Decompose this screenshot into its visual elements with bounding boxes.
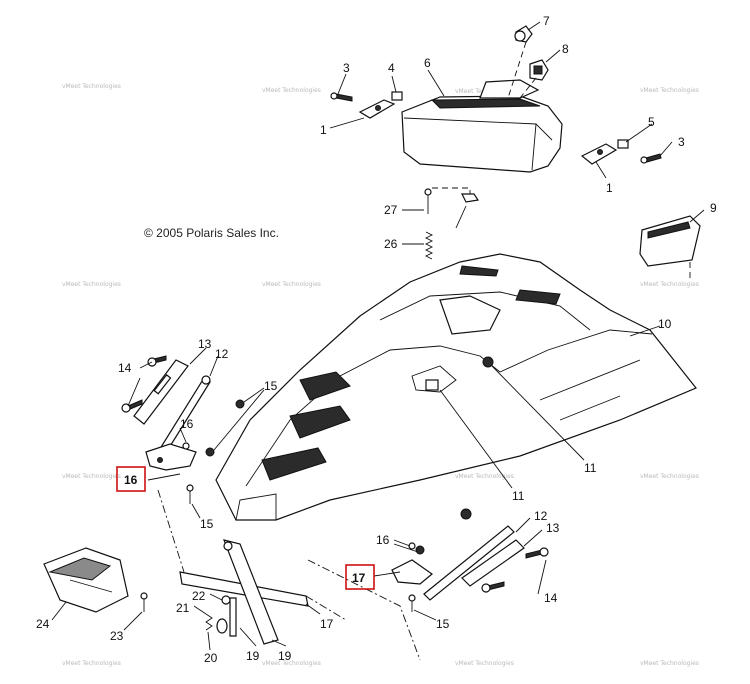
callout-21: 21 xyxy=(176,601,190,615)
callout-25: 26 xyxy=(384,237,398,251)
callout-17: 17 xyxy=(320,617,334,631)
leader-line xyxy=(305,595,347,621)
watermark: vMeet Technologies xyxy=(640,660,699,667)
callout-1: 1 xyxy=(606,181,613,195)
nut xyxy=(408,508,472,555)
ring xyxy=(216,618,228,634)
nut xyxy=(235,399,245,409)
screw xyxy=(186,484,194,504)
screw xyxy=(424,188,432,214)
bolt xyxy=(121,399,143,413)
callout-10: 11 xyxy=(512,489,525,503)
mount-frame xyxy=(179,539,309,645)
strap-right xyxy=(461,539,525,587)
callout-14: 15 xyxy=(200,517,214,531)
callout-15: 16 xyxy=(180,417,194,431)
leader-line xyxy=(307,559,421,661)
callout-2: 3 xyxy=(343,61,350,75)
rod-right xyxy=(423,525,515,601)
callout-24: 24 xyxy=(36,617,50,631)
bolt xyxy=(147,355,167,367)
callout-13: 14 xyxy=(544,591,558,605)
screw xyxy=(140,592,148,612)
nut xyxy=(182,442,215,457)
watermark: vMeet Technologies xyxy=(262,281,321,288)
highlight-box xyxy=(345,564,375,590)
callout-13: 14 xyxy=(118,361,132,375)
callout-5: 7 xyxy=(543,14,550,28)
callout-16: 19 xyxy=(278,649,292,663)
callout-1: 1 xyxy=(320,123,327,137)
callout-7: 9 xyxy=(710,201,717,215)
callout-3: 5 xyxy=(648,115,655,129)
callout-labels: 3 4 6 7 8 1 5 3 1 27 26 9 10 11 11 13 12… xyxy=(36,14,717,665)
hood xyxy=(215,253,697,521)
callout-19: 19 xyxy=(246,649,260,663)
screw xyxy=(408,594,416,612)
clip xyxy=(461,193,480,203)
watermark: vMeet Technologies xyxy=(62,83,121,90)
callout-2: 3 xyxy=(678,135,685,149)
leader-line xyxy=(432,187,471,194)
callout-3: 4 xyxy=(388,61,395,75)
strap-left xyxy=(133,359,189,425)
watermark: vMeet Technologies xyxy=(455,660,514,667)
highlight-box xyxy=(116,466,146,492)
watermark: vMeet Technologies xyxy=(640,281,699,288)
pin xyxy=(229,597,237,637)
callout-23: 23 xyxy=(110,629,124,643)
headlight-bracket-left xyxy=(330,91,403,119)
watermark: vMeet Technologies xyxy=(455,473,514,480)
watermark: vMeet Technologies xyxy=(62,660,121,667)
callout-9: 11 xyxy=(584,461,597,475)
callout-16: 16 xyxy=(124,473,138,487)
latch-right xyxy=(391,559,433,585)
callout-11: 12 xyxy=(534,509,548,523)
latch-left xyxy=(145,443,197,471)
callout-12: 13 xyxy=(198,337,212,351)
callout-20: 20 xyxy=(204,651,218,665)
headlight-assembly xyxy=(401,79,563,173)
callout-12: 13 xyxy=(546,521,560,535)
headlight-bracket-right xyxy=(580,139,662,165)
callout-26: 27 xyxy=(384,203,398,217)
callout-15: 15 xyxy=(264,379,278,393)
watermark: vMeet Technologies xyxy=(640,473,699,480)
washer xyxy=(221,595,231,605)
bulb-socket xyxy=(529,59,549,81)
leader-line xyxy=(519,77,537,99)
callout-11: 12 xyxy=(215,347,229,361)
callout-14: 15 xyxy=(436,617,450,631)
leader-line xyxy=(157,489,185,573)
watermark: vMeet Technologies xyxy=(62,473,121,480)
watermark: vMeet Technologies xyxy=(262,660,321,667)
callout-16: 17 xyxy=(352,571,366,585)
callout-8: 10 xyxy=(658,317,672,331)
copyright-text: © 2005 Polaris Sales Inc. xyxy=(144,226,279,240)
callout-6: 8 xyxy=(562,42,569,56)
decal-plate xyxy=(639,215,701,267)
watermark: vMeet Technologies xyxy=(262,87,321,94)
leader-lines xyxy=(51,21,705,651)
callout-22: 22 xyxy=(192,589,206,603)
watermark: vMeet Technologies xyxy=(640,87,699,94)
bolt xyxy=(481,547,549,593)
watermark: vMeet Technologies xyxy=(62,281,121,288)
callout-4: 6 xyxy=(424,56,431,70)
callout-15: 16 xyxy=(376,533,390,547)
lower-bracket xyxy=(43,547,129,613)
bulb xyxy=(514,25,533,43)
spring xyxy=(205,613,213,631)
spring xyxy=(424,231,434,260)
